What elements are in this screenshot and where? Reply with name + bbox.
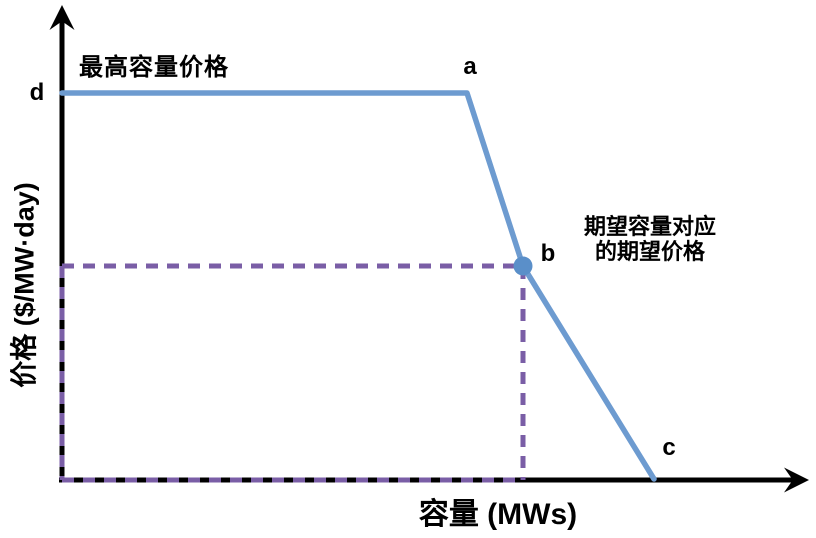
x-axis-title: 容量 (MWs) bbox=[418, 498, 578, 531]
point-d-label: d bbox=[29, 79, 45, 106]
max-capacity-price-annotation: 最高容量价格 bbox=[79, 54, 229, 81]
expected-price-annotation-line1: 期望容量对应 bbox=[583, 214, 717, 239]
y-axis-title: 价格 ($/MW·day) bbox=[9, 182, 40, 388]
point-b-label: b bbox=[540, 240, 556, 267]
demand-curve-line bbox=[59, 90, 657, 482]
point-c-label: c bbox=[662, 434, 676, 461]
point-b-marker bbox=[513, 256, 533, 276]
point-a-label: a bbox=[463, 53, 477, 80]
expected-price-annotation: 期望容量对应 的期望价格 bbox=[584, 214, 716, 264]
dashed-guide-lines bbox=[59, 263, 526, 483]
expected-price-annotation-line2: 的期望价格 bbox=[594, 239, 706, 264]
